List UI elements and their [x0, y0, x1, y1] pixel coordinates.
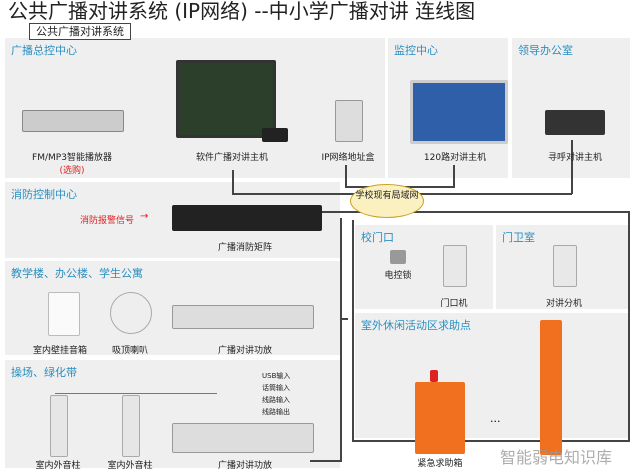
microphone-device [262, 128, 288, 142]
fire-matrix-device [172, 205, 322, 231]
section-title: 领导办公室 [518, 44, 573, 57]
wire [453, 165, 455, 187]
page-title: 公共广播对讲系统 (IP网络) --中小学广播对讲 连线图 [8, 0, 476, 23]
optional-label: (选购) [59, 166, 85, 176]
section-title: 校门口 [361, 231, 394, 244]
gate-unit-device [443, 245, 467, 287]
amp2-io-list: USB输入 话筒输入 线路输入 线路输出 [262, 370, 290, 418]
column1-label: 室内外音柱 [35, 461, 81, 471]
lan-cloud: 学校现有局域网 [350, 184, 424, 218]
wire [571, 140, 573, 194]
wire [55, 393, 217, 394]
column-speaker-2 [122, 395, 140, 457]
section-title: 室外休闲活动区求助点 [361, 319, 471, 332]
section-title: 监控中心 [394, 44, 438, 57]
ip-box-device [335, 100, 363, 142]
arrow-right-icon: → [140, 211, 149, 222]
wire [352, 440, 630, 442]
amp1-label: 广播对讲功放 [217, 346, 273, 356]
section-title: 消防控制中心 [11, 188, 77, 201]
amp1-device [172, 305, 314, 329]
line-out-label: 线路输出 [262, 408, 290, 416]
mic-in-label: 话筒输入 [262, 384, 290, 392]
ip-box-label: IP网络地址盒 [321, 153, 375, 163]
lock-label: 电控锁 [384, 271, 412, 281]
usb-in-label: USB输入 [262, 372, 291, 380]
wall-speaker-label: 室内壁挂音箱 [32, 346, 88, 356]
lan-label: 学校现有局域网 [355, 191, 419, 201]
amp2-label: 广播对讲功放 [217, 461, 273, 471]
help-box-device [415, 382, 465, 454]
wire [340, 318, 348, 320]
column2-label: 室内外音柱 [107, 461, 153, 471]
gate-unit-label: 门口机 [440, 299, 468, 309]
fm-player-device [22, 110, 124, 132]
line-in-label: 线路输入 [262, 396, 290, 404]
host-120-label: 120路对讲主机 [423, 153, 487, 163]
section-title: 广播总控中心 [11, 44, 77, 57]
ceiling-speaker-label: 吸顶喇叭 [111, 346, 149, 356]
wire [628, 211, 630, 442]
watermark: 智能弱电知识库 [500, 448, 613, 467]
tooltip: 公共广播对讲系统 [29, 23, 131, 40]
wire [232, 170, 234, 194]
column-speaker-1 [50, 395, 68, 457]
software-host-label: 软件广播对讲主机 [195, 153, 269, 163]
wall-speaker-device [48, 292, 80, 336]
help-box-label: 紧急求助箱 [417, 459, 463, 469]
fire-signal-label: 消防报警信号 [80, 216, 135, 226]
intercom-ext-device [553, 245, 577, 287]
fm-player-label: FM/MP3智能播放器 [32, 153, 112, 163]
ellipsis: ... [490, 412, 501, 425]
intercom-ext-label: 对讲分机 [545, 299, 583, 309]
help-column-device [540, 320, 562, 455]
panel-outdoor-help: 室外休闲活动区求助点 [355, 313, 628, 438]
lock-device [390, 250, 406, 264]
paging-host-device [545, 110, 605, 135]
wire [345, 165, 347, 187]
alarm-light-icon [430, 370, 438, 382]
wire [232, 211, 630, 213]
software-host-monitor [176, 60, 276, 138]
wire [340, 218, 342, 462]
section-title: 门卫室 [502, 231, 535, 244]
wire [352, 220, 354, 442]
host-120-device [410, 80, 508, 144]
wire [310, 460, 342, 462]
section-title: 操场、绿化带 [11, 366, 77, 379]
amp2-device [172, 423, 314, 453]
section-title: 教学楼、办公楼、学生公寓 [11, 267, 143, 280]
paging-host-label: 寻呼对讲主机 [547, 153, 603, 163]
ceiling-speaker-device [110, 292, 152, 334]
panel-school-gate: 校门口 [355, 225, 493, 309]
fire-matrix-label: 广播消防矩阵 [217, 243, 273, 253]
